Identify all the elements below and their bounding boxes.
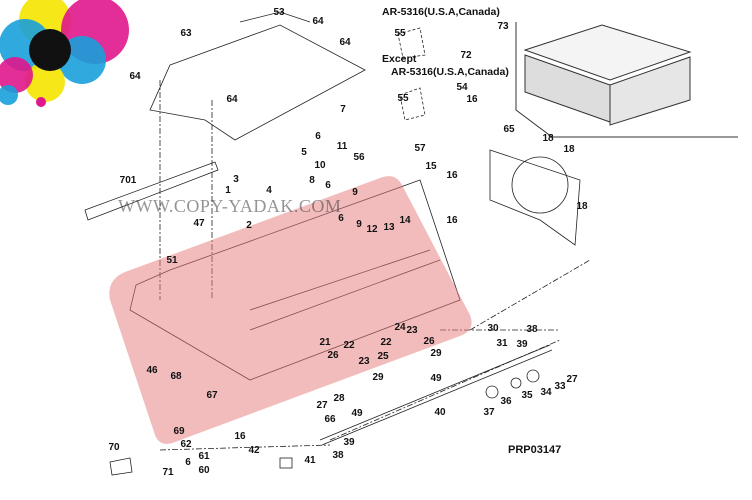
- part-label: 64: [312, 16, 324, 27]
- except-note: Except: [382, 53, 417, 65]
- part-label: 33: [554, 381, 566, 392]
- part-label: 22: [343, 340, 355, 351]
- part-label: 18: [563, 144, 575, 155]
- part-label: 25: [377, 351, 389, 362]
- part-label: 49: [351, 408, 363, 419]
- part-label: 5: [301, 147, 307, 158]
- part-label: 39: [343, 437, 355, 448]
- part-label: 31: [496, 338, 508, 349]
- part-label: 68: [170, 371, 182, 382]
- part-label: 46: [146, 365, 158, 376]
- part-label: 55: [397, 93, 409, 104]
- part-label: 56: [353, 152, 365, 163]
- part-label: 24: [394, 322, 406, 333]
- part-label: 6: [315, 131, 321, 142]
- part-label: 39: [516, 339, 528, 350]
- part-label: 55: [394, 28, 406, 39]
- part-label: 71: [162, 467, 174, 478]
- part-label: 23: [358, 356, 370, 367]
- part-label: 1: [225, 185, 231, 196]
- part-label: 38: [526, 324, 538, 335]
- part-label: 15: [425, 161, 437, 172]
- watermark: WWW.COPY-YADAK.COM: [118, 196, 342, 216]
- part-label: 51: [166, 255, 178, 266]
- part-label: 7: [340, 104, 346, 115]
- part-label: 42: [248, 445, 260, 456]
- part-label: 16: [446, 215, 458, 226]
- part-label: 701: [119, 175, 137, 186]
- part-label: 49: [430, 373, 442, 384]
- part-label: 8: [309, 175, 315, 186]
- model-note-bottom: AR-5316(U.S.A,Canada): [391, 66, 509, 78]
- part-label: 11: [336, 141, 348, 152]
- part-label: 18: [576, 201, 588, 212]
- part-label: 38: [332, 450, 344, 461]
- part-label: 3: [233, 174, 239, 185]
- part-label: 63: [180, 28, 192, 39]
- part-label: 9: [352, 187, 358, 198]
- part-label: 54: [456, 82, 468, 93]
- part-label: 6: [338, 213, 344, 224]
- part-label: 64: [129, 71, 141, 82]
- model-note-top: AR-5316(U.S.A,Canada): [382, 6, 500, 18]
- part-label: 65: [503, 124, 515, 135]
- part-label: 16: [446, 170, 458, 181]
- logo-circles: [0, 0, 129, 107]
- part-label: 73: [497, 21, 509, 32]
- part-label: 21: [319, 337, 331, 348]
- part-label: 64: [339, 37, 351, 48]
- part-label: 29: [372, 372, 384, 383]
- part-label: 23: [406, 325, 418, 336]
- part-label: 16: [234, 431, 246, 442]
- part-label: 9: [356, 219, 362, 230]
- machine-thumbnail: [515, 22, 738, 138]
- part-label: 6: [185, 457, 191, 468]
- part-label: 57: [414, 143, 426, 154]
- part-label: 60: [198, 465, 210, 476]
- part-label: 35: [521, 390, 533, 401]
- part-label: 37: [483, 407, 495, 418]
- part-label: 12: [366, 224, 378, 235]
- part-label: 36: [500, 396, 512, 407]
- part-label: 26: [327, 350, 339, 361]
- part-label: 53: [273, 7, 285, 18]
- part-label: 22: [380, 337, 392, 348]
- part-label: 72: [460, 50, 472, 61]
- diagram-code: PRP03147: [508, 444, 562, 456]
- part-label: 40: [434, 407, 446, 418]
- part-label: 28: [333, 393, 345, 404]
- part-label: 29: [430, 348, 442, 359]
- highlight-region: [109, 176, 472, 444]
- part-label: 41: [304, 455, 316, 466]
- part-label: 64: [226, 94, 238, 105]
- part-label: 13: [383, 222, 395, 233]
- part-label: 67: [206, 390, 218, 401]
- part-label: 27: [566, 374, 578, 385]
- part-label: 61: [198, 451, 210, 462]
- part-label: 66: [324, 414, 336, 425]
- part-label: 62: [180, 439, 192, 450]
- part-label: 6: [325, 180, 331, 191]
- part-label: 16: [466, 94, 478, 105]
- part-label: 69: [173, 426, 185, 437]
- part-label: 26: [423, 336, 435, 347]
- part-label: 70: [108, 442, 120, 453]
- part-label: 34: [540, 387, 552, 398]
- part-label: 18: [542, 133, 554, 144]
- part-label: 27: [316, 400, 328, 411]
- part-label: 30: [487, 323, 499, 334]
- part-label: 10: [314, 160, 326, 171]
- part-label: 4: [266, 185, 272, 196]
- part-label: 2: [246, 220, 252, 231]
- part-label: 47: [193, 218, 205, 229]
- part-label: 14: [399, 215, 411, 226]
